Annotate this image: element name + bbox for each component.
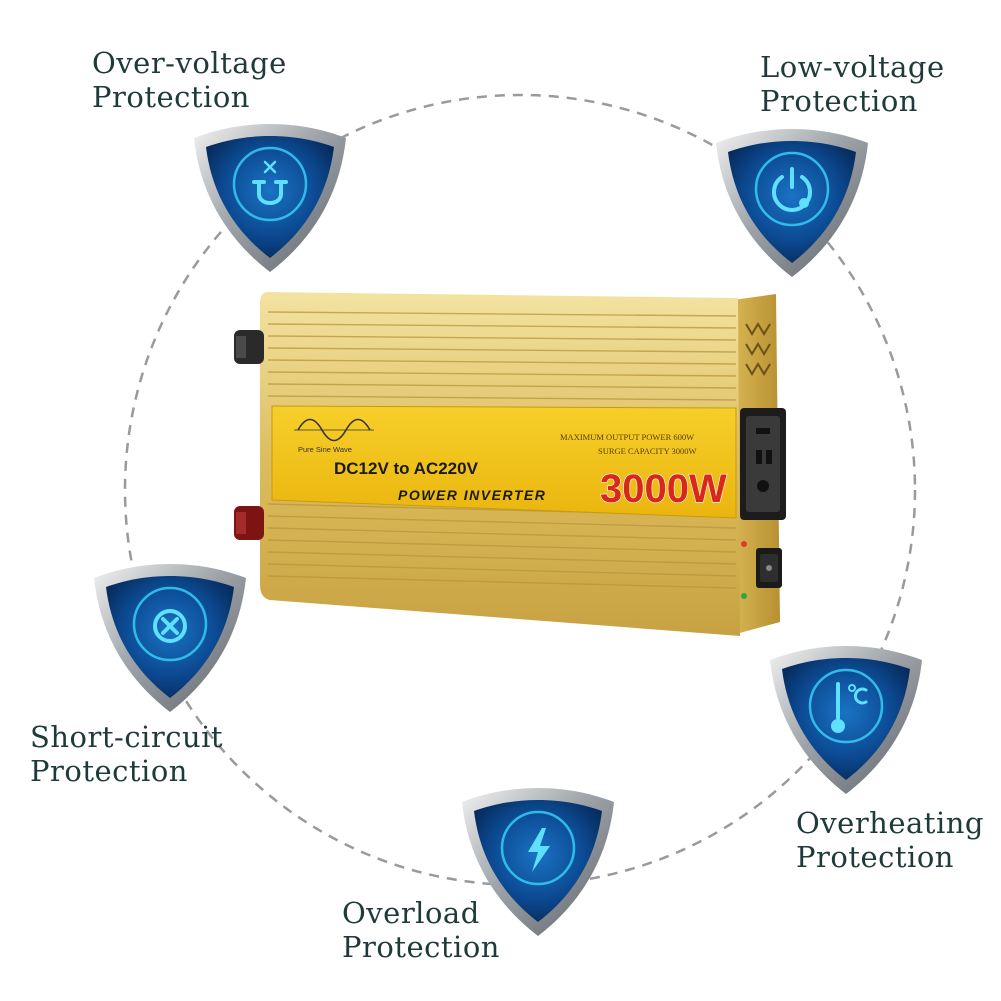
feature-subtitle: Protection [796, 840, 954, 874]
feature-label-short-circuit: Short-circuit Protection [30, 720, 223, 788]
feature-title: Over-voltage [92, 46, 287, 80]
ac-socket [740, 408, 786, 520]
thermometer-icon [831, 682, 868, 733]
feature-label-low-voltage: Low-voltage Protection [760, 50, 945, 118]
feature-label-overheating: Overheating Protection [796, 806, 984, 874]
x-circle-icon [153, 609, 187, 643]
magnet-icon [252, 160, 288, 205]
power-inverter-image: Pure Sine Wave MAXIMUM OUTPUT POWER 600W… [234, 292, 786, 636]
wave-label: Pure Sine Wave [298, 445, 352, 454]
lightning-icon [528, 828, 550, 872]
feature-title: Overload [342, 896, 480, 930]
feature-title: Overheating [796, 806, 984, 840]
power-icon [772, 167, 812, 212]
feature-title: Low-voltage [760, 50, 945, 84]
feature-subtitle: Protection [30, 754, 188, 788]
power-switch [756, 548, 782, 588]
vent-grille [745, 322, 771, 376]
feature-title: Short-circuit [30, 720, 224, 754]
positive-terminal [234, 506, 264, 540]
type-line: POWER INVERTER [398, 487, 546, 503]
shield-overheating [770, 646, 922, 794]
negative-terminal [234, 330, 264, 364]
sine-wave-icon [297, 418, 371, 442]
power-led [741, 593, 747, 599]
spec-line-2: SURGE CAPACITY 3000W [598, 446, 697, 456]
shield-over-voltage [194, 124, 346, 272]
wattage-label: 3000W [600, 467, 727, 511]
label-panel [271, 405, 737, 519]
fault-led [741, 541, 747, 547]
feature-label-overload: Overload Protection [342, 896, 500, 964]
shield-short-circuit [94, 564, 246, 712]
spec-line-1: MAXIMUM OUTPUT POWER 600W [560, 432, 694, 442]
feature-label-over-voltage: Over-voltage Protection [92, 46, 287, 114]
feature-subtitle: Protection [760, 84, 918, 118]
shield-overload [462, 788, 614, 936]
model-line: DC12V to AC220V [334, 459, 479, 478]
feature-subtitle: Protection [342, 930, 500, 964]
shield-low-voltage [716, 129, 868, 277]
feature-subtitle: Protection [92, 80, 250, 114]
